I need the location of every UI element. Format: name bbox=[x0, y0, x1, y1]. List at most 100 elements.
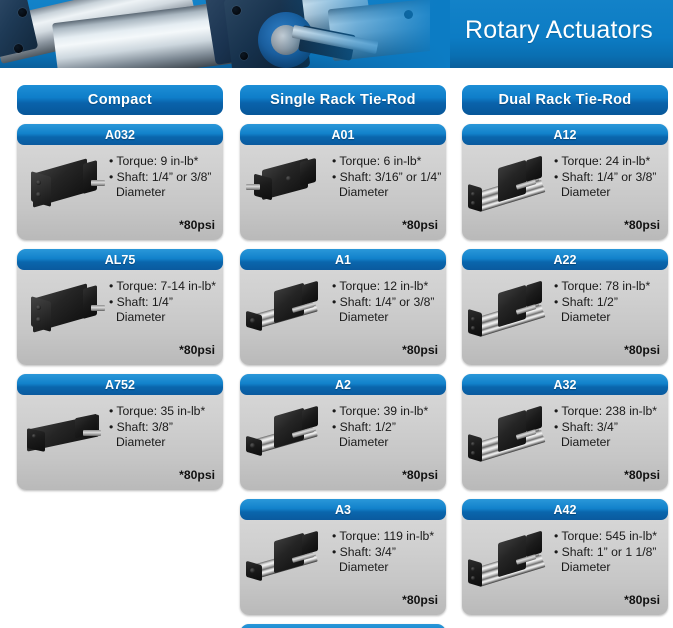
product-thumbnail bbox=[468, 402, 554, 464]
spec-list: • Torque: 12 in-lb*• Shaft: 1/4” or 3/8”… bbox=[332, 277, 440, 326]
shaft-spec-continued: Diameter bbox=[561, 310, 611, 324]
card-model-header[interactable]: A22 bbox=[462, 249, 668, 270]
actuator-shaft bbox=[83, 430, 101, 436]
pressure-note: *80psi bbox=[624, 468, 660, 482]
actuator-end-cap bbox=[300, 157, 316, 187]
card-model-header[interactable]: A12 bbox=[462, 124, 668, 145]
actuator-face bbox=[27, 428, 45, 452]
product-card[interactable]: AL75 • Torque: 7-14 in-lb*• Shaft: 1/4”Di… bbox=[17, 249, 223, 365]
product-card[interactable]: A12• Torque: 24 in-lb*• Shaft: 1/4” or 3… bbox=[462, 124, 668, 240]
torque-spec: • Torque: 238 in-lb* bbox=[554, 404, 657, 418]
pressure-note: *80psi bbox=[179, 343, 215, 357]
shaft-spec-continued: Diameter bbox=[116, 435, 166, 449]
product-card[interactable]: A2• Torque: 39 in-lb*• Shaft: 1/2”Diamet… bbox=[240, 374, 446, 490]
card-model-header[interactable]: A752 bbox=[17, 374, 223, 395]
column-header[interactable]: Single Rack Tie-Rod bbox=[240, 85, 446, 115]
actuator-top-block bbox=[83, 284, 97, 320]
column-header[interactable]: Compact bbox=[17, 85, 223, 115]
card-body: • Torque: 78 in-lb*• Shaft: 1/2”Diameter bbox=[462, 270, 668, 340]
product-card[interactable]: A3• Torque: 119 in-lb*• Shaft: 3/4”Diame… bbox=[240, 499, 446, 615]
torque-spec: • Torque: 7-14 in-lb* bbox=[109, 279, 217, 293]
port-hole-icon bbox=[250, 318, 255, 323]
mount-hole-icon bbox=[36, 317, 41, 322]
torque-spec: • Torque: 545 in-lb* bbox=[554, 529, 657, 543]
shaft-spec-continued: Diameter bbox=[339, 560, 389, 574]
pressure-note: *80psi bbox=[402, 468, 438, 482]
pressure-note: *80psi bbox=[179, 218, 215, 232]
card-model-header[interactable]: A42 bbox=[462, 499, 668, 520]
spec-list: • Torque: 238 in-lb*• Shaft: 3/4”Diamete… bbox=[554, 402, 662, 451]
card-body: • Torque: 39 in-lb*• Shaft: 1/2”Diameter bbox=[240, 395, 446, 465]
pressure-note: *80psi bbox=[179, 468, 215, 482]
product-card[interactable]: A01 • Torque: 6 in-lb*• Shaft: 3/16” or 1… bbox=[240, 124, 446, 240]
shaft-spec: • Shaft: 3/16” or 1/4” bbox=[332, 169, 442, 184]
shaft-spec-continued: Diameter bbox=[339, 310, 389, 324]
shaft-spec-continued: Diameter bbox=[561, 435, 611, 449]
shaft-spec-continued: Diameter bbox=[561, 560, 611, 574]
shaft-spec-continued: Diameter bbox=[561, 185, 611, 199]
shaft-spec: • Shaft: 1/4” or 3/8” bbox=[554, 169, 657, 184]
spec-list: • Torque: 78 in-lb*• Shaft: 1/2”Diameter bbox=[554, 277, 662, 326]
card-model-header[interactable]: A4 bbox=[240, 624, 446, 628]
page-banner: Rotary Actuators bbox=[0, 0, 673, 68]
product-card[interactable]: A032 • Torque: 9 in-lb*• Shaft: 1/4” or 3… bbox=[17, 124, 223, 240]
mount-hole-icon bbox=[32, 434, 36, 438]
torque-spec: • Torque: 119 in-lb* bbox=[332, 529, 435, 543]
card-body: • Torque: 238 in-lb*• Shaft: 3/4”Diamete… bbox=[462, 395, 668, 465]
card-model-header[interactable]: AL75 bbox=[17, 249, 223, 270]
torque-spec: • Torque: 24 in-lb* bbox=[554, 154, 651, 168]
spec-list: • Torque: 9 in-lb*• Shaft: 1/4” or 3/8”D… bbox=[109, 152, 217, 201]
product-card[interactable]: A32 • Torque: 238 in-lb*• Shaft: 3/4”Diam… bbox=[462, 374, 668, 490]
product-card[interactable]: A4• Torque: 277 in-lb*• Shaft: 1” or 1 1… bbox=[240, 624, 446, 628]
actuator-shaft bbox=[91, 305, 105, 311]
card-body: • Torque: 24 in-lb*• Shaft: 1/4” or 3/8”… bbox=[462, 145, 668, 215]
card-body: • Torque: 119 in-lb*• Shaft: 3/4”Diamete… bbox=[240, 520, 446, 590]
torque-spec: • Torque: 12 in-lb* bbox=[332, 279, 429, 293]
port-hole-icon bbox=[286, 176, 291, 181]
actuator-end-cap bbox=[302, 530, 318, 556]
product-card[interactable]: A752 • Torque: 35 in-lb*• Shaft: 3/8”Diam… bbox=[17, 374, 223, 490]
actuator-end-cap bbox=[302, 280, 318, 306]
port-hole-icon bbox=[471, 451, 475, 455]
product-card[interactable]: A1 • Torque: 12 in-lb*• Shaft: 1/4” or 3/… bbox=[240, 249, 446, 365]
port-hole-icon bbox=[471, 326, 475, 330]
product-thumbnail bbox=[23, 152, 109, 214]
spec-list: • Torque: 545 in-lb*• Shaft: 1” or 1 1/8… bbox=[554, 527, 662, 576]
actuator-body bbox=[274, 282, 304, 324]
pressure-note: *80psi bbox=[624, 343, 660, 357]
actuator-end-cap bbox=[302, 405, 318, 431]
spec-list: • Torque: 7-14 in-lb*• Shaft: 1/4”Diamet… bbox=[109, 277, 217, 326]
spec-list: • Torque: 35 in-lb*• Shaft: 3/8”Diameter bbox=[109, 402, 217, 451]
pressure-note: *80psi bbox=[402, 593, 438, 607]
shaft-spec-continued: Diameter bbox=[339, 185, 389, 199]
spec-list: • Torque: 6 in-lb*• Shaft: 3/16” or 1/4”… bbox=[332, 152, 441, 201]
mount-hole-icon bbox=[36, 180, 41, 185]
card-model-header[interactable]: A032 bbox=[17, 124, 223, 145]
product-card[interactable]: A22 • Torque: 78 in-lb*• Shaft: 1/2”Diame… bbox=[462, 249, 668, 365]
product-card[interactable]: A42 • Torque: 545 in-lb*• Shaft: 1” or 1 … bbox=[462, 499, 668, 615]
product-thumbnail bbox=[468, 277, 554, 339]
product-thumbnail bbox=[23, 402, 109, 464]
actuator-end-cap bbox=[468, 433, 482, 463]
card-body: • Torque: 6 in-lb*• Shaft: 3/16” or 1/4”… bbox=[240, 145, 446, 215]
port-hole-icon bbox=[471, 567, 475, 571]
actuator-face bbox=[31, 296, 51, 332]
torque-spec: • Torque: 9 in-lb* bbox=[109, 154, 199, 168]
card-model-header[interactable]: A1 bbox=[240, 249, 446, 270]
shaft-spec-continued: Diameter bbox=[116, 310, 166, 324]
card-model-header[interactable]: A2 bbox=[240, 374, 446, 395]
torque-spec: • Torque: 39 in-lb* bbox=[332, 404, 429, 418]
product-thumbnail bbox=[246, 277, 332, 339]
torque-spec: • Torque: 6 in-lb* bbox=[332, 154, 422, 168]
card-model-header[interactable]: A01 bbox=[240, 124, 446, 145]
card-model-header[interactable]: A3 bbox=[240, 499, 446, 520]
card-model-header[interactable]: A32 bbox=[462, 374, 668, 395]
column-header[interactable]: Dual Rack Tie-Rod bbox=[462, 85, 668, 115]
product-thumbnail bbox=[246, 527, 332, 589]
torque-spec: • Torque: 78 in-lb* bbox=[554, 279, 651, 293]
port-hole-icon bbox=[471, 317, 475, 321]
product-thumbnail bbox=[468, 527, 554, 589]
